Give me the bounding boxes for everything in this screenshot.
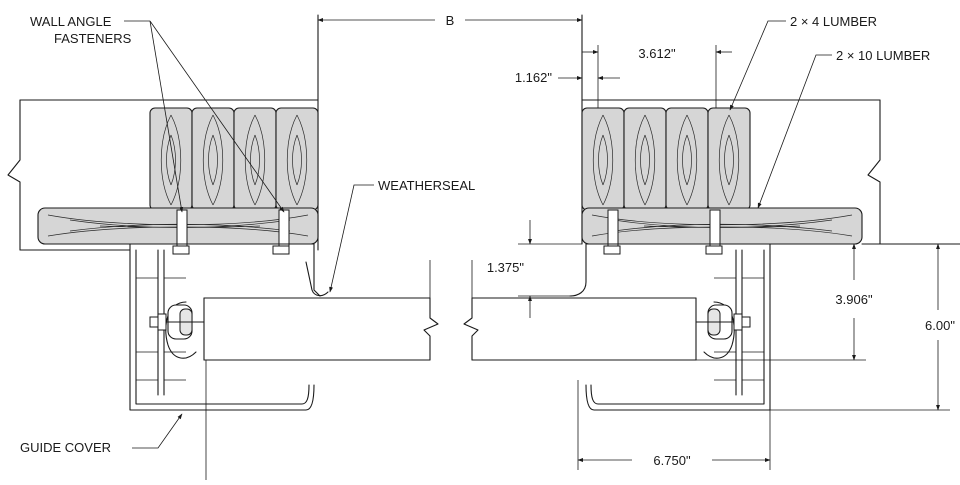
wall-angle-label-line1: WALL ANGLE: [30, 14, 112, 29]
weatherseal-label: WEATHERSEAL: [378, 178, 475, 193]
dimension-3612: 3.612": [582, 45, 732, 108]
right-fasteners: [603, 209, 723, 255]
callout-weatherseal: WEATHERSEAL: [329, 178, 475, 293]
right-2x10-lumber: [581, 207, 863, 245]
callout-guide-cover: GUIDE COVER: [20, 413, 183, 455]
right-door-panel: [463, 260, 697, 361]
dimension-b: B: [317, 13, 583, 28]
callout-2x4-lumber: 2 × 4 LUMBER: [729, 14, 877, 111]
guide-cover-label: GUIDE COVER: [20, 440, 111, 455]
dimension-3906-label: 3.906": [835, 292, 873, 307]
dimension-1162: 1.162": [515, 70, 620, 85]
dimension-600: 6.00": [770, 243, 955, 411]
callout-2x10-lumber: 2 × 10 LUMBER: [757, 48, 930, 209]
dimension-600-label: 6.00": [925, 318, 955, 333]
dimension-b-label: B: [446, 13, 455, 28]
lumber-2x10-label: 2 × 10 LUMBER: [836, 48, 930, 63]
callout-wall-angle-fasteners: WALL ANGLE FASTENERS: [30, 14, 285, 213]
dimension-1162-label: 1.162": [515, 70, 553, 85]
dimension-6750-label: 6.750": [653, 453, 691, 468]
dimension-3612-label: 3.612": [638, 46, 676, 61]
left-2x4-lumber: [149, 107, 319, 211]
dimension-1375: 1.375": [487, 220, 582, 318]
dimension-3906: 3.906": [696, 243, 873, 361]
left-fasteners: [172, 209, 290, 255]
right-guide-assembly: [569, 243, 771, 411]
dimension-1375-label: 1.375": [487, 260, 525, 275]
dimension-6750: 6.750": [577, 380, 771, 470]
right-2x4-lumber: [581, 107, 751, 211]
wall-angle-label-line2: FASTENERS: [54, 31, 132, 46]
lumber-2x4-label: 2 × 4 LUMBER: [790, 14, 877, 29]
left-guide-assembly: [129, 243, 329, 411]
left-door-panel: [203, 260, 439, 480]
